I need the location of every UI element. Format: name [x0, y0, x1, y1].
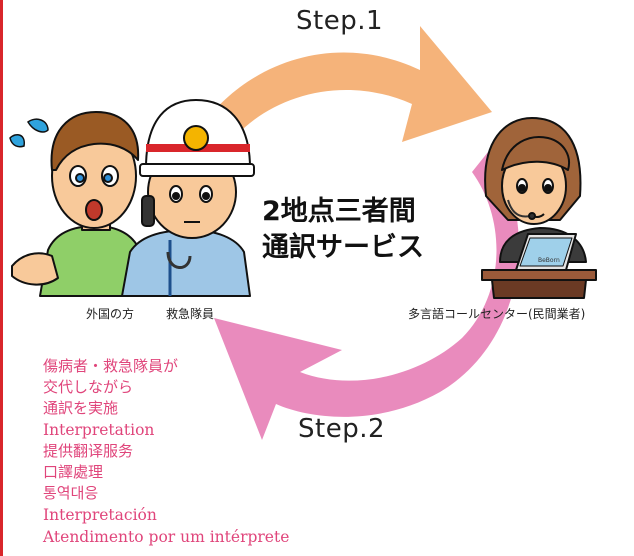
- service-title: 2地点三者間 通訳サービス: [262, 194, 424, 266]
- call-center-operator: BeBorn: [481, 117, 597, 299]
- title-line-1: 2地点三者間: [262, 196, 416, 227]
- caption-foreigner: 外国の方: [86, 307, 135, 321]
- desc-line-spanish: Interpretación: [43, 506, 157, 524]
- desc-line-chinese-traditional: 口譯處理: [43, 463, 104, 481]
- monitor-label: BeBorn: [538, 257, 560, 264]
- interpretation-description: 傷病者・救急隊員が 交代しながら 通訳を実施 Interpretation 提供…: [43, 356, 289, 548]
- step2-label: Step.2: [298, 414, 386, 444]
- desc-line-portuguese: Atendimento por um intérprete: [43, 528, 290, 546]
- caption-rescue-crew: 救急隊員: [166, 307, 215, 321]
- left-border-rule: [0, 0, 3, 556]
- foreigner-figure: [11, 111, 143, 297]
- desc-line: 交代しながら: [43, 378, 134, 396]
- desc-line: 傷病者・救急隊員が: [43, 357, 179, 375]
- rescue-crew-figure: [121, 99, 255, 297]
- step1-label: Step.1: [296, 6, 384, 36]
- desc-line-korean: 통역대응: [43, 484, 99, 502]
- desc-line-chinese-simplified: 提供翻译服务: [43, 442, 134, 460]
- title-line-2: 通訳サービス: [262, 232, 424, 263]
- desc-line-english: Interpretation: [43, 421, 155, 439]
- desc-line: 通訳を実施: [43, 399, 119, 417]
- step1-arrow: [200, 26, 492, 148]
- step2-arrow: [214, 152, 519, 440]
- sweat-drops: [9, 118, 49, 148]
- caption-call-center: 多言語コールセンター(民間業者): [408, 307, 586, 321]
